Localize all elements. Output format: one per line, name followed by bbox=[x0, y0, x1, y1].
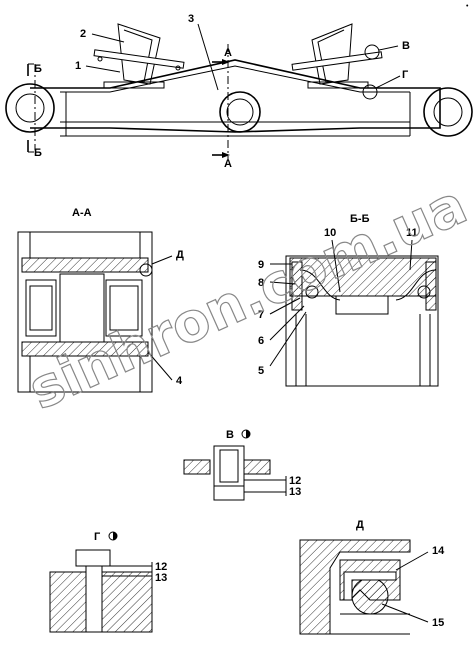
svg-text:Б: Б bbox=[34, 63, 42, 75]
callout-v-13: 13 bbox=[289, 486, 301, 498]
section-mark-b-top: Б bbox=[27, 63, 42, 76]
svg-text:А: А bbox=[224, 158, 232, 170]
callout-8: 8 bbox=[258, 277, 264, 289]
section-aa-title: А-А bbox=[72, 207, 92, 219]
callout-7: 7 bbox=[258, 309, 264, 321]
callout-2: 2 bbox=[80, 28, 86, 40]
center-hub bbox=[219, 91, 261, 133]
svg-text:А: А bbox=[224, 47, 232, 59]
section-bb-title: Б-Б bbox=[350, 213, 370, 225]
callout-4: 4 bbox=[176, 375, 183, 387]
left-bracket bbox=[93, 23, 185, 89]
svg-text:Б: Б bbox=[34, 147, 42, 159]
left-eye bbox=[5, 83, 55, 133]
callout-v-12: 12 bbox=[289, 475, 301, 487]
corner-mark: • bbox=[466, 3, 469, 10]
callout-g: Г bbox=[402, 69, 409, 81]
view-v-title: В bbox=[226, 429, 234, 441]
main-view: Б Б А А 2 1 3 В Г • bbox=[5, 3, 473, 170]
callout-11: 11 bbox=[406, 227, 418, 239]
callout-v: В bbox=[402, 40, 410, 52]
section-aa: А-А Д 4 bbox=[17, 207, 184, 393]
callout-5: 5 bbox=[258, 365, 264, 377]
detail-d: Д 14 15 bbox=[299, 519, 445, 635]
right-eye bbox=[423, 87, 473, 137]
view-v: В 12 13 bbox=[183, 429, 301, 501]
callout-g-13: 13 bbox=[155, 572, 167, 584]
callout-14: 14 bbox=[432, 545, 445, 557]
callout-10: 10 bbox=[324, 227, 336, 239]
callout-1: 1 bbox=[75, 60, 81, 72]
beam-outline bbox=[30, 59, 441, 133]
callout-3: 3 bbox=[188, 13, 194, 25]
section-mark-a-top: А bbox=[212, 47, 232, 65]
right-bracket bbox=[291, 23, 383, 100]
view-g: Г 12 13 bbox=[49, 531, 167, 633]
detail-d-title: Д bbox=[356, 519, 364, 531]
callout-d-aa: Д bbox=[176, 249, 184, 261]
callout-g-12: 12 bbox=[155, 561, 167, 573]
view-g-title: Г bbox=[94, 531, 101, 543]
callout-9: 9 bbox=[258, 259, 264, 271]
callout-6: 6 bbox=[258, 335, 264, 347]
section-mark-a-bottom: А bbox=[212, 152, 232, 170]
section-bb: Б-Б 10 11 9 8 7 6 5 bbox=[258, 213, 439, 387]
callout-15: 15 bbox=[432, 617, 444, 629]
section-mark-b-bottom: Б bbox=[27, 140, 42, 159]
